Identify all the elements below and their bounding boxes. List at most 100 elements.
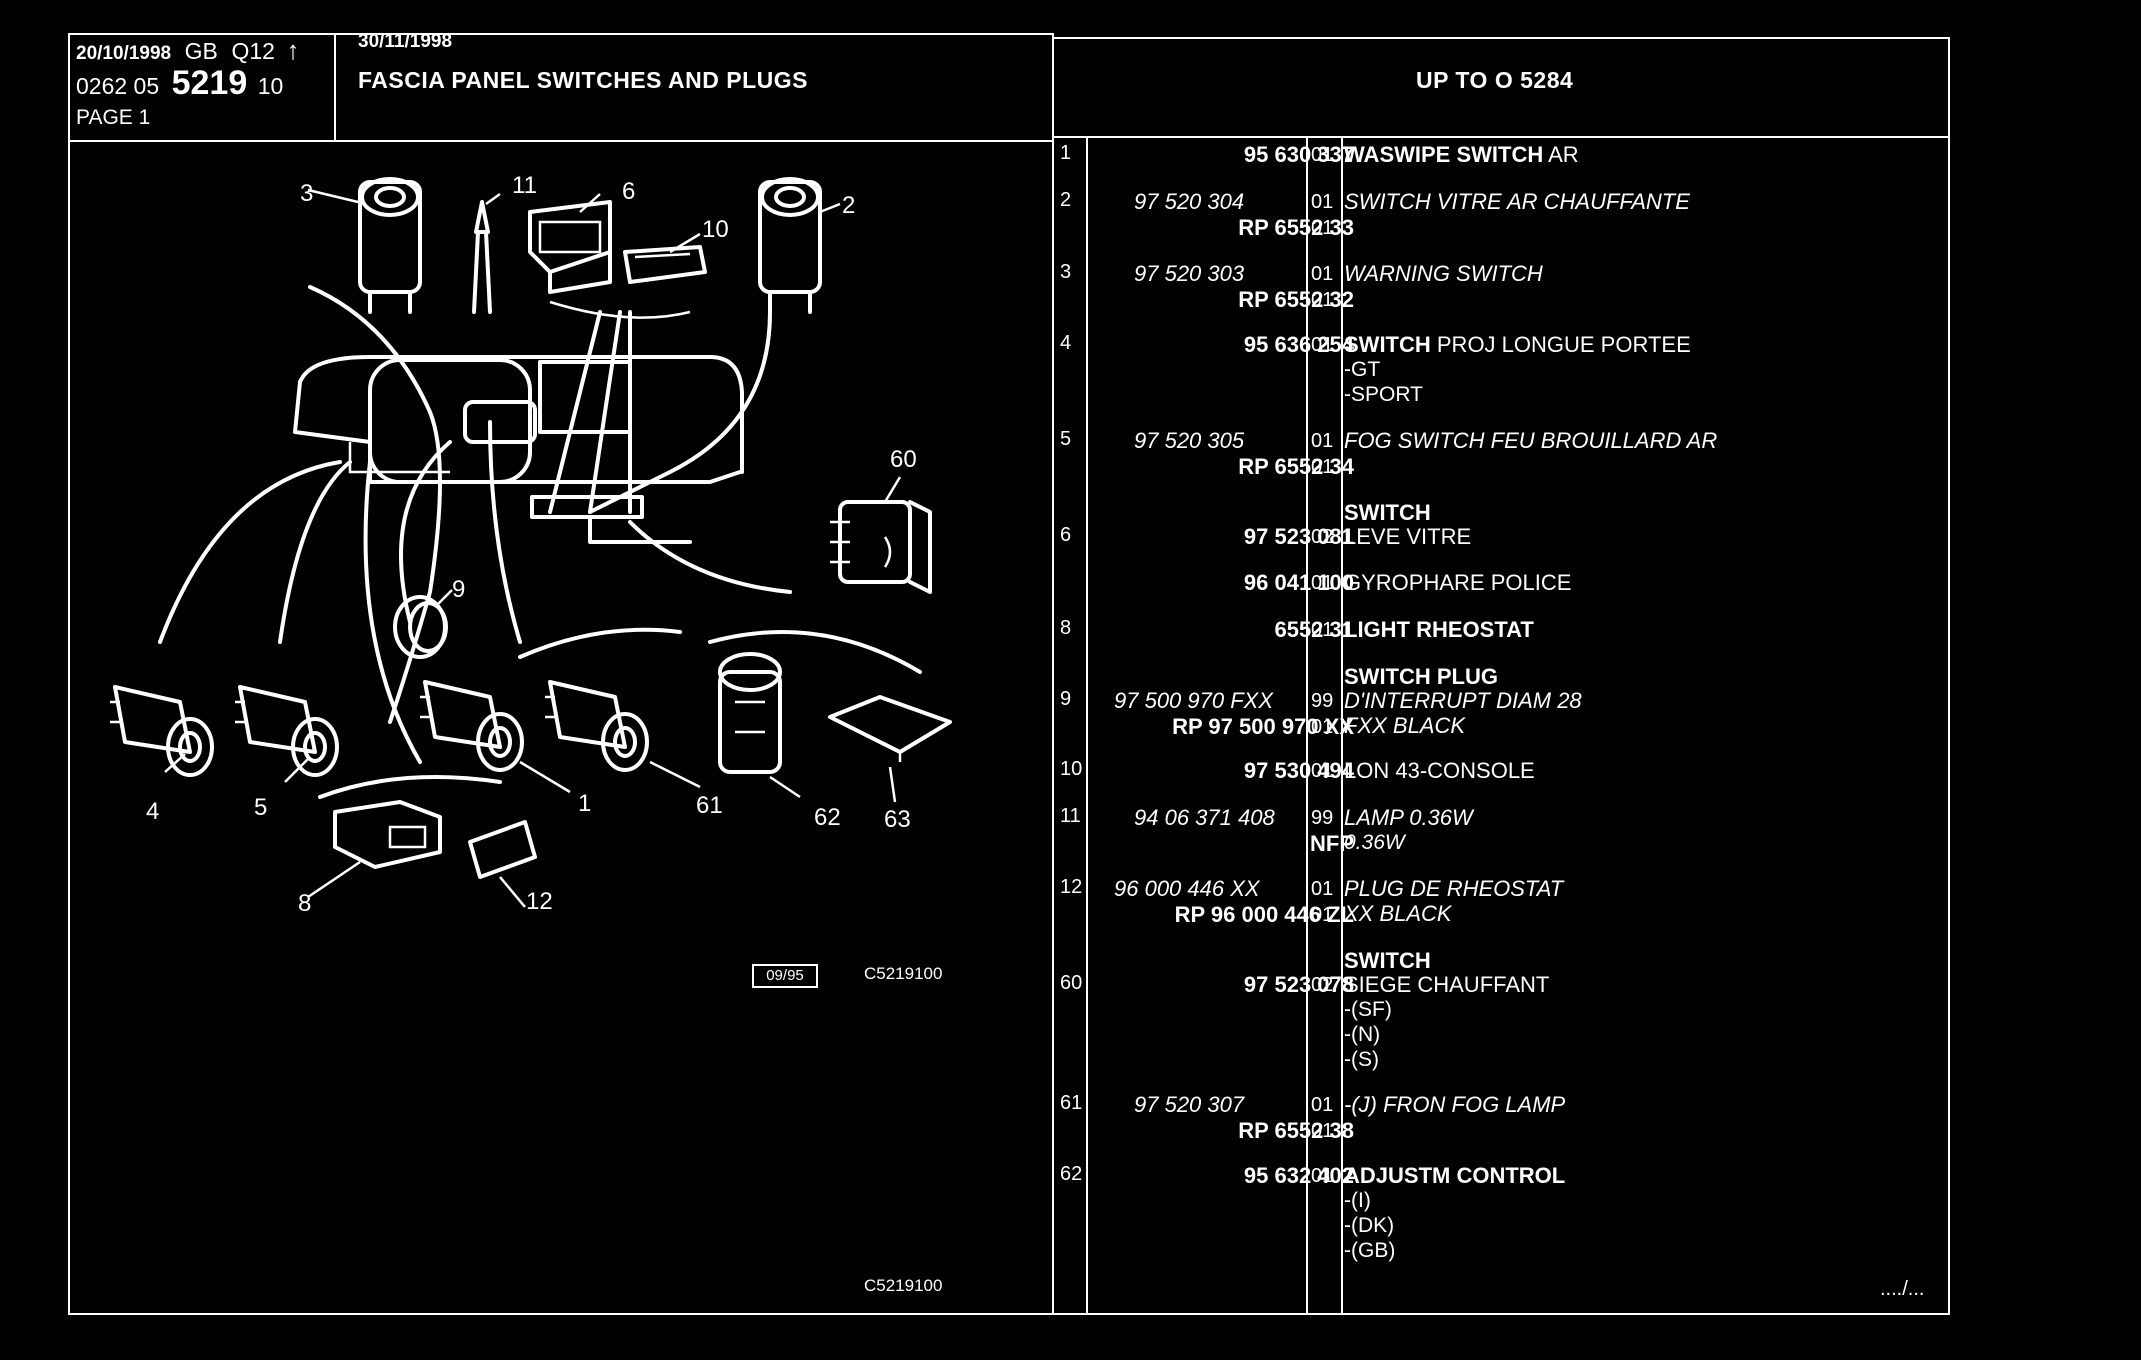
item-number: 6 [1060, 524, 1072, 546]
description: WARNING SWITCH [1344, 261, 1543, 286]
page-number: PAGE 1 [76, 106, 151, 129]
column-divider-2 [1306, 136, 1308, 1315]
callout-2: 2 [842, 192, 856, 219]
quantity: 01 [1311, 572, 1334, 594]
component-62-control [718, 652, 782, 774]
ref-suffix: 10 [257, 73, 284, 99]
ref-prefix: 0262 05 [76, 73, 160, 99]
callout-11: 11 [512, 172, 537, 199]
description: LEVE VITRE [1344, 524, 1472, 549]
item-number: 11 [1060, 805, 1081, 827]
header-divider-right [1052, 136, 1950, 138]
component-3-switch [358, 177, 422, 314]
quantity: 99 [1311, 807, 1334, 829]
item-number: 61 [1060, 1092, 1083, 1114]
item-number: 4 [1060, 332, 1072, 354]
description: GYROPHARE POLICE [1344, 570, 1572, 595]
item-number: 2 [1060, 189, 1072, 211]
description: LON 43-CONSOLE [1344, 758, 1535, 783]
diagram-ref: C5219100 [864, 964, 943, 983]
description-heading: SWITCH [1344, 948, 1431, 973]
description: SWITCH VITRE AR CHAUFFANTE [1344, 189, 1690, 214]
callout-8: 8 [298, 890, 312, 917]
item-number: 5 [1060, 428, 1072, 450]
component-11-lamp [472, 200, 492, 314]
model-code: Q12 [231, 38, 275, 64]
description: ADJUSTM CONTROL -(I) -(DK) -(GB) [1344, 1163, 1566, 1262]
component-5-switch [235, 685, 339, 777]
quantity: 02 [1311, 974, 1334, 996]
callout-61: 61 [696, 792, 723, 819]
callout-60: 60 [890, 446, 917, 473]
quantity: 01 [1311, 1165, 1334, 1187]
description: LIGHT RHEOSTAT [1344, 617, 1534, 642]
component-12-plug [468, 820, 537, 879]
callout-62: 62 [814, 804, 841, 831]
part-number: 6552 31 [1274, 617, 1354, 642]
item-number: 62 [1060, 1163, 1083, 1185]
callout-6: 6 [622, 178, 636, 205]
header-vdivider [334, 33, 336, 140]
ref-main: 5219 [171, 64, 248, 102]
item-number: 12 [1060, 876, 1083, 898]
description: WASWIPE SWITCH AR [1344, 142, 1579, 167]
revision-date: 30/11/1998 [358, 31, 453, 52]
part-number: 95 630 337 [1243, 142, 1354, 167]
header-divider-left [68, 140, 1054, 142]
revision-box: 09/95 [752, 964, 818, 988]
callout-5: 5 [254, 794, 268, 821]
leader-lines [164, 188, 902, 908]
quantity: 01 [1311, 619, 1334, 641]
applicability: UP TO O 5284 [1416, 67, 1574, 93]
column-divider-3 [1341, 136, 1343, 1315]
part-number: 95 636 254 [1243, 332, 1354, 357]
callout-12: 12 [526, 888, 553, 915]
component-4-switch [110, 685, 214, 777]
item-number: 3 [1060, 261, 1072, 283]
arrow-up-icon: ↑ [286, 35, 300, 65]
part-number: 97 530 494 [1243, 758, 1354, 783]
item-number: 60 [1060, 972, 1083, 994]
description: SIEGE CHAUFFANT -(SF) -(N) -(S) [1344, 972, 1550, 1071]
component-9-plug [393, 595, 448, 659]
part-number: 96 041 100 [1243, 570, 1354, 595]
description-heading: SWITCH PLUG [1344, 664, 1498, 689]
callout-3: 3 [300, 180, 314, 207]
callout-1: 1 [578, 790, 592, 817]
callout-9: 9 [452, 576, 466, 603]
item-number: 9 [1060, 688, 1072, 710]
component-10-plate [623, 245, 707, 284]
part-number: 95 632 402 [1243, 1163, 1354, 1188]
item-number: 10 [1060, 758, 1083, 780]
quantity: 01 [1311, 334, 1334, 356]
part-number: 97 523 081 [1243, 524, 1354, 549]
component-6-switch [528, 200, 612, 294]
description: FOG SWITCH FEU BROUILLARD AR [1344, 428, 1718, 453]
quantity: 02 [1311, 526, 1334, 548]
column-divider-1 [1086, 136, 1088, 1315]
description-heading: SWITCH [1344, 500, 1431, 525]
quantity: 01 [1311, 144, 1334, 166]
quantity: 01 [1311, 760, 1334, 782]
description: SWITCH PROJ LONGUE PORTEE -GT -SPORT [1344, 332, 1691, 406]
callout-4: 4 [146, 798, 160, 825]
part-number: 97 523 078 [1243, 972, 1354, 997]
wires [158, 285, 792, 764]
component-2-switch [758, 177, 822, 314]
component-1-switch [420, 680, 524, 772]
component-61-switch [545, 680, 649, 772]
item-number: 1 [1060, 142, 1072, 164]
